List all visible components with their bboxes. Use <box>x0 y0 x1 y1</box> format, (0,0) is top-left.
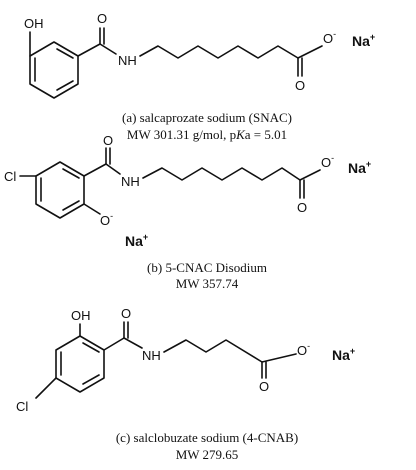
cnac-o-minus-label: O- <box>321 153 334 170</box>
cnab-carbonyl-o-label: O <box>121 306 131 321</box>
cnac-sodium-label-1: Na+ <box>348 159 371 176</box>
cnac-chlorine-label: Cl <box>4 169 16 184</box>
snac-o-minus-label: O- <box>323 29 336 46</box>
cnab-chlorine-label: Cl <box>16 399 28 414</box>
cnac-phenoxide-label: O- <box>100 211 113 228</box>
cnac-nh-label: NH <box>121 174 140 189</box>
cnab-acid-o-label: O <box>259 379 269 394</box>
structure-4cnab: OH Cl O NH O O- Na+ (c) salclobuzate sod… <box>16 306 355 462</box>
cnac-acid-o-label: O <box>297 200 307 215</box>
snac-acid-o-label: O <box>295 78 305 93</box>
snac-caption-title: (a) salcaprozate sodium (SNAC) <box>122 110 292 125</box>
cnac-caption-mw: MW 357.74 <box>176 276 239 291</box>
cnab-caption-mw: MW 279.65 <box>176 447 239 462</box>
snac-nh-label: NH <box>118 53 137 68</box>
cnab-nh-label: NH <box>142 348 161 363</box>
cnab-caption-title: (c) salclobuzate sodium (4-CNAB) <box>116 430 298 445</box>
cnac-caption-title: (b) 5-CNAC Disodium <box>147 260 267 275</box>
cnab-o-minus-label: O- <box>297 341 310 358</box>
snac-caption-mw: MW 301.31 g/mol, pKa = 5.01 <box>127 127 287 142</box>
snac-oh-label: OH <box>24 16 44 31</box>
cnac-bonds <box>19 147 321 219</box>
structure-snac: OH O NH O O- Na+ (a) salcaprozate sodium… <box>24 11 375 142</box>
cnab-sodium-label: Na+ <box>332 346 355 363</box>
snac-sodium-label: Na+ <box>352 32 375 49</box>
cnab-oh-label: OH <box>71 308 91 323</box>
cnac-carbonyl-o-label: O <box>103 133 113 148</box>
structure-5cnac: Cl O NH O- O O- Na+ Na+ (b) 5-CNAC Disod… <box>4 133 371 291</box>
cnab-bonds <box>35 321 297 399</box>
snac-bonds <box>29 27 323 99</box>
snac-carbonyl-o-label: O <box>97 11 107 26</box>
cnac-sodium-label-2: Na+ <box>125 232 148 249</box>
